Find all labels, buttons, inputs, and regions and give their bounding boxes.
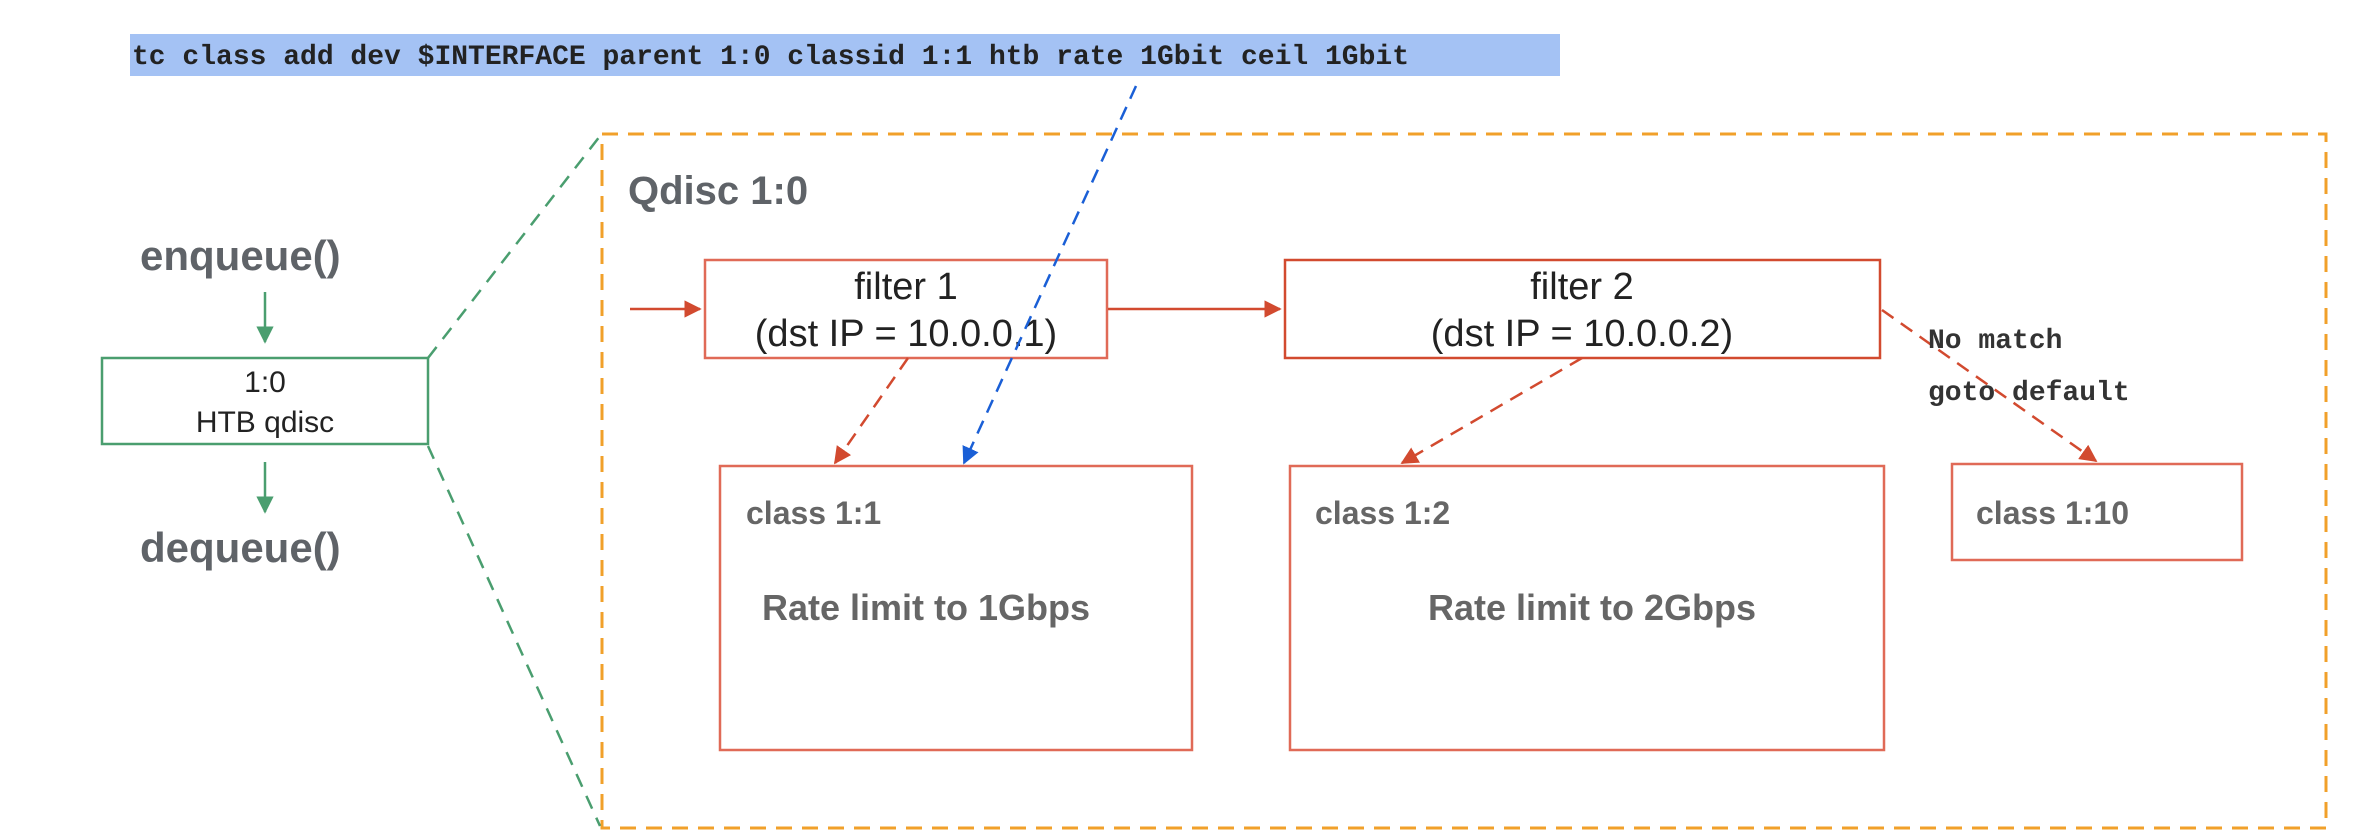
enqueue-label: enqueue() bbox=[140, 232, 341, 279]
class-1-10-title: class 1:10 bbox=[1976, 495, 2129, 531]
filter-2-condition: (dst IP = 10.0.0.2) bbox=[1431, 313, 1733, 355]
class-1-2-desc: Rate limit to 2Gbps bbox=[1428, 587, 1756, 628]
zoom-line-bottom bbox=[426, 445, 602, 827]
class-1-1-desc: Rate limit to 1Gbps bbox=[762, 587, 1090, 628]
htb-qdisc-id: 1:0 bbox=[244, 366, 286, 399]
goto-default-label: goto default bbox=[1928, 378, 2130, 409]
class-1-2-title: class 1:2 bbox=[1315, 495, 1450, 531]
no-match-label: No match bbox=[1928, 326, 2062, 357]
filter-1-title: filter 1 bbox=[854, 266, 957, 308]
filter-1-condition: (dst IP = 10.0.0.1) bbox=[755, 313, 1057, 355]
filter-1-match-arrow bbox=[833, 357, 910, 465]
no-match-arrow bbox=[1881, 308, 2098, 463]
command-highlight bbox=[130, 34, 1560, 76]
class-1-1-title: class 1:1 bbox=[746, 495, 881, 531]
qdisc-container bbox=[600, 132, 2328, 830]
filter-1-box bbox=[703, 258, 1109, 360]
command-pointer-arrow bbox=[962, 85, 1138, 465]
zoom-line-top bbox=[427, 135, 601, 359]
filter-2-title: filter 2 bbox=[1530, 266, 1633, 308]
htb-qdisc-type: HTB qdisc bbox=[196, 406, 334, 439]
filter-2-box bbox=[1283, 258, 1882, 360]
class-1-10-box bbox=[1950, 462, 2244, 562]
qdisc-label: Qdisc 1:0 bbox=[628, 169, 808, 213]
class-1-1-box bbox=[718, 464, 1194, 752]
htb-qdisc-box bbox=[100, 356, 430, 446]
filter-2-match-arrow bbox=[1400, 356, 1583, 465]
command-text: tc class add dev $INTERFACE parent 1:0 c… bbox=[132, 42, 1409, 73]
dequeue-label: dequeue() bbox=[140, 524, 341, 571]
class-1-2-box bbox=[1288, 464, 1886, 752]
